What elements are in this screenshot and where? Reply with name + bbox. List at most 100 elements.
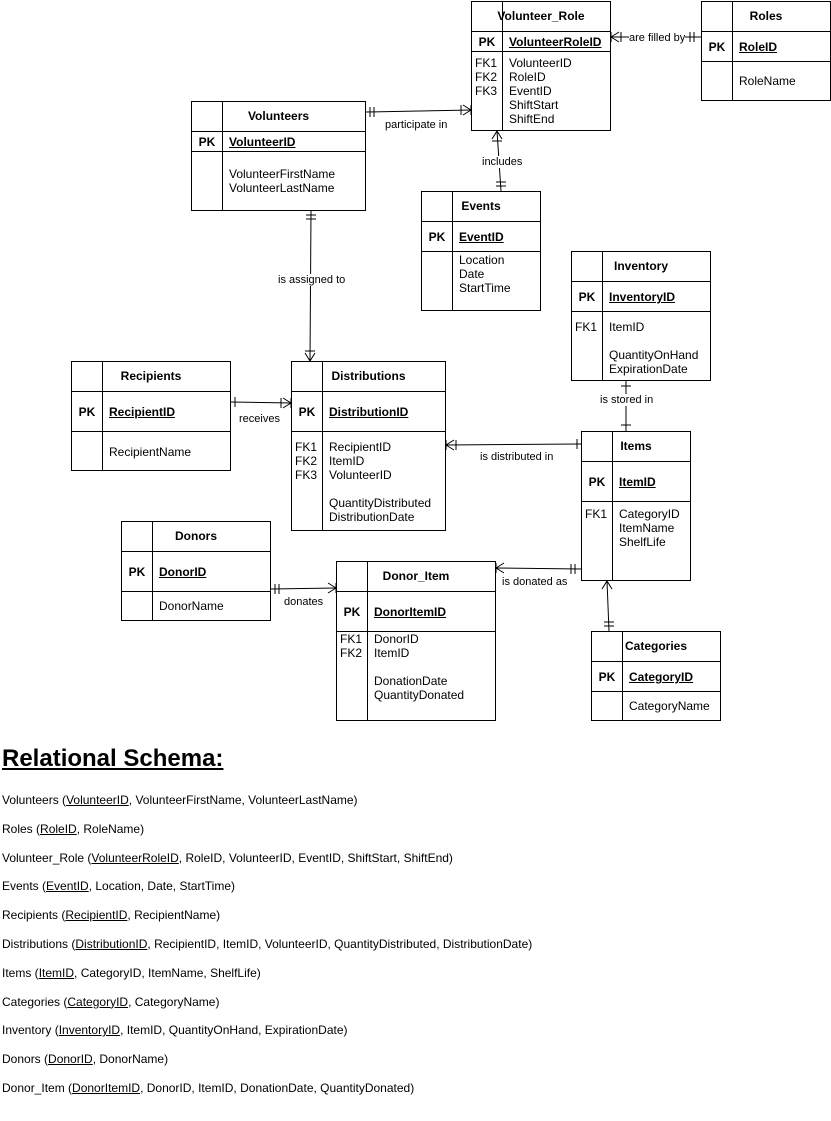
schema-table-name: Distributions [2,936,69,951]
fk-labels: FK1 [585,507,608,521]
primary-key: VolunteerID [229,135,296,149]
fk-labels: FK1 FK2 [340,632,363,660]
pk-label: PK [598,670,616,684]
pk-label: PK [588,475,606,489]
schema-table-name: Categories [2,994,61,1009]
attributes: VolunteerFirstName VolunteerLastName [229,167,336,195]
schema-primary-key: CategoryID [67,994,129,1009]
attributes: DonorName [159,599,224,613]
pk-label: PK [198,135,216,149]
connector-inventory-items [621,381,631,431]
attributes: RoleName [739,74,796,88]
schema-row: Volunteers (VolunteerID, VolunteerFirstN… [2,793,358,807]
entity-roles[interactable]: Roles PK RoleID RoleName [701,1,831,101]
relational-schema: Relational Schema: Volunteers (Volunteer… [2,745,822,1110]
entity-title: Donor_Item [337,562,495,592]
primary-key: VolunteerRoleID [509,35,602,49]
entity-events[interactable]: Events PK EventID Location Date StartTim… [421,191,541,311]
schema-row: Items (ItemID, CategoryID, ItemName, She… [2,965,261,980]
attributes: Location Date StartTime [459,253,511,295]
attributes: CategoryName [629,699,710,713]
schema-row: Categories (CategoryID, CategoryName) [2,994,220,1009]
schema-row: Volunteer_Role (VolunteerRoleID, RoleID,… [2,850,453,865]
schema-primary-key: VolunteerID [66,793,129,807]
pk-label: PK [578,290,596,304]
schema-columns: , RecipientName) [127,908,221,923]
pk-label: PK [78,405,96,419]
fk-labels: FK1 [575,320,598,334]
entity-recipients[interactable]: Recipients PK RecipientID RecipientName [71,361,231,471]
schema-primary-key: ItemID [38,965,75,980]
fk-labels: FK1 FK2 FK3 [475,56,498,98]
pk-label: PK [708,40,726,54]
schema-table-name: Inventory [2,1023,52,1038]
entity-volunteers[interactable]: Volunteers PK VolunteerID VolunteerFirst… [191,101,366,211]
entity-title: Events [422,192,540,222]
primary-key: CategoryID [629,670,694,684]
schema-primary-key: RoleID [40,821,77,836]
schema-columns: , Location, Date, StartTime) [88,879,235,894]
schema-columns: , DonorName) [92,1052,169,1067]
fk-labels: FK1 FK2 FK3 [295,440,318,482]
attributes: DonorID ItemID DonationDate QuantityDona… [374,632,465,702]
rel-label-receives: receives [239,413,280,425]
schema-table-name: Volunteer_Role [2,850,85,865]
connector-recipients-distributions [230,397,292,409]
entity-title: Recipients [72,362,230,392]
entity-distributions[interactable]: Distributions PK DistributionID FK1 FK2 … [291,361,446,531]
schema-row: Distributions (DistributionID, Recipient… [2,936,533,951]
attributes: RecipientID ItemID VolunteerID QuantityD… [329,440,432,524]
schema-table-name: Donor_Item [2,1080,65,1095]
schema-row: Recipients (RecipientID, RecipientName) [2,908,221,923]
primary-key: InventoryID [609,290,676,304]
rel-label-are-filled-by: are filled by [629,32,686,44]
schema-columns: , VolunteerFirstName, VolunteerLastName) [128,793,358,807]
primary-key: DistributionID [329,405,409,419]
schema-row: Events (EventID, Location, Date, StartTi… [2,879,235,894]
entity-title: Donors [122,522,270,552]
rel-label-is-donated-as: is donated as [502,576,568,588]
rel-label-is-distributed-in: is distributed in [480,451,554,463]
entity-title: Inventory [572,252,710,282]
schema-table-name: Roles [2,821,33,836]
connector-items-categories [601,580,614,632]
rel-label-includes: includes [482,156,523,168]
schema-columns: , RecipientID, ItemID, VolunteerID, Quan… [147,936,533,951]
schema-primary-key: VolunteerRoleID [91,850,179,865]
schema-primary-key: DonorItemID [72,1080,141,1095]
schema-list: Volunteers (VolunteerID, VolunteerFirstN… [2,793,822,1110]
schema-table-name: Recipients [2,908,59,923]
entity-donor-item[interactable]: Donor_Item PK DonorItemID FK1 FK2 DonorI… [336,561,496,721]
entity-title: Distributions [292,362,445,392]
attributes: CategoryID ItemName ShelfLife [619,507,680,549]
schema-primary-key: EventID [46,879,89,894]
rel-label-donates: donates [284,596,324,608]
schema-columns: , CategoryName) [128,994,220,1009]
attributes: VolunteerID RoleID EventID ShiftStart Sh… [509,56,572,126]
schema-columns: , CategoryID, ItemName, ShelfLife) [74,965,261,980]
connector-volunteers-distributions [304,210,316,362]
schema-primary-key: RecipientID [65,908,128,923]
entity-donors[interactable]: Donors PK DonorID DonorName [121,521,271,621]
rel-label-is-stored-in: is stored in [600,394,654,406]
entity-items[interactable]: Items PK ItemID FK1 CategoryID ItemName … [581,431,691,581]
entity-inventory[interactable]: Inventory PK InventoryID FK1 ItemID Quan… [571,251,711,381]
pk-label: PK [428,230,446,244]
entity-categories[interactable]: Categories PK CategoryID CategoryName [591,631,721,721]
connector-volunteers-role [365,104,472,117]
rel-label-is-assigned-to: is assigned to [278,274,346,286]
schema-table-name: Items [2,965,32,980]
schema-row: Donor_Item (DonorItemID, DonorID, ItemID… [2,1080,415,1095]
primary-key: EventID [459,230,504,244]
schema-table-name: Events [2,879,39,894]
schema-table-name: Donors [2,1052,41,1067]
attributes: RecipientName [109,445,192,459]
schema-heading: Relational Schema: [2,745,224,772]
er-diagram: Volunteer_Role PK VolunteerRoleID FK1 FK… [71,1,831,721]
pk-label: PK [298,405,316,419]
schema-primary-key: InventoryID [58,1023,121,1038]
primary-key: DonorID [159,565,207,579]
schema-row: Donors (DonorID, DonorName) [2,1052,169,1067]
entity-volunteer-role[interactable]: Volunteer_Role PK VolunteerRoleID FK1 FK… [471,1,611,131]
attributes: ItemID QuantityOnHand ExpirationDate [609,320,699,376]
